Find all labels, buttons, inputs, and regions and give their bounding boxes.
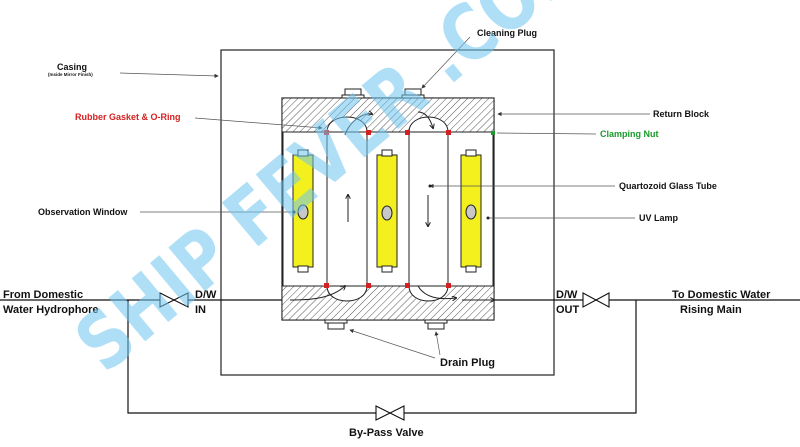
observation-window-left (297, 204, 309, 220)
label-clamping-nut: Clamping Nut (600, 129, 659, 139)
label-dw-in-2: IN (195, 304, 206, 316)
label-casing-note: (Inside Mirror Finish) (48, 72, 93, 77)
flow-arrows (289, 112, 494, 300)
uv-lamp-pointer-dot (486, 216, 490, 220)
cleaning-plugs (341, 88, 425, 99)
casing (220, 49, 555, 376)
label-drain-plug: Drain Plug (440, 357, 495, 369)
label-bypass-valve: By-Pass Valve (349, 427, 424, 439)
inlet-valve[interactable] (159, 292, 189, 308)
label-to-line1: To Domestic Water (672, 289, 771, 301)
label-cleaning-plug: Cleaning Plug (477, 28, 537, 38)
label-return-block: Return Block (653, 109, 710, 119)
quartz-tube-pointer-dot (428, 184, 432, 188)
label-dw-in-1: D/W (195, 289, 217, 301)
return-block-top (281, 97, 495, 133)
rubber-gaskets (324, 130, 451, 288)
label-from-line2: Water Hydrophore (3, 304, 99, 316)
label-quartz-tube: Quartozoid Glass Tube (619, 181, 717, 191)
label-dw-out-1: D/W (556, 289, 578, 301)
uv-lamp-right (460, 149, 482, 273)
leader-lines (119, 36, 650, 359)
observation-window-pointer-dot (292, 210, 296, 214)
label-dw-out-2: OUT (556, 304, 580, 316)
outlet-valve[interactable] (582, 292, 610, 308)
label-to-line2: Rising Main (680, 304, 742, 316)
label-observation-window: Observation Window (38, 207, 128, 217)
drain-plugs (324, 319, 448, 330)
clamping-nut-marker (491, 131, 495, 135)
uv-lamp-middle (376, 149, 398, 273)
return-block-bottom (281, 285, 495, 321)
observation-window-middle (381, 205, 393, 221)
label-casing: Casing (57, 62, 87, 72)
label-uv-lamp: UV Lamp (639, 213, 679, 223)
bypass-valve[interactable] (375, 405, 405, 421)
label-from-line1: From Domestic (3, 289, 83, 301)
uv-lamp-left (292, 149, 314, 273)
watermark: SHIP FEVER .COM (59, 0, 607, 390)
observation-window-right (465, 204, 477, 220)
label-rubber-gasket: Rubber Gasket & O-Ring (75, 112, 181, 122)
